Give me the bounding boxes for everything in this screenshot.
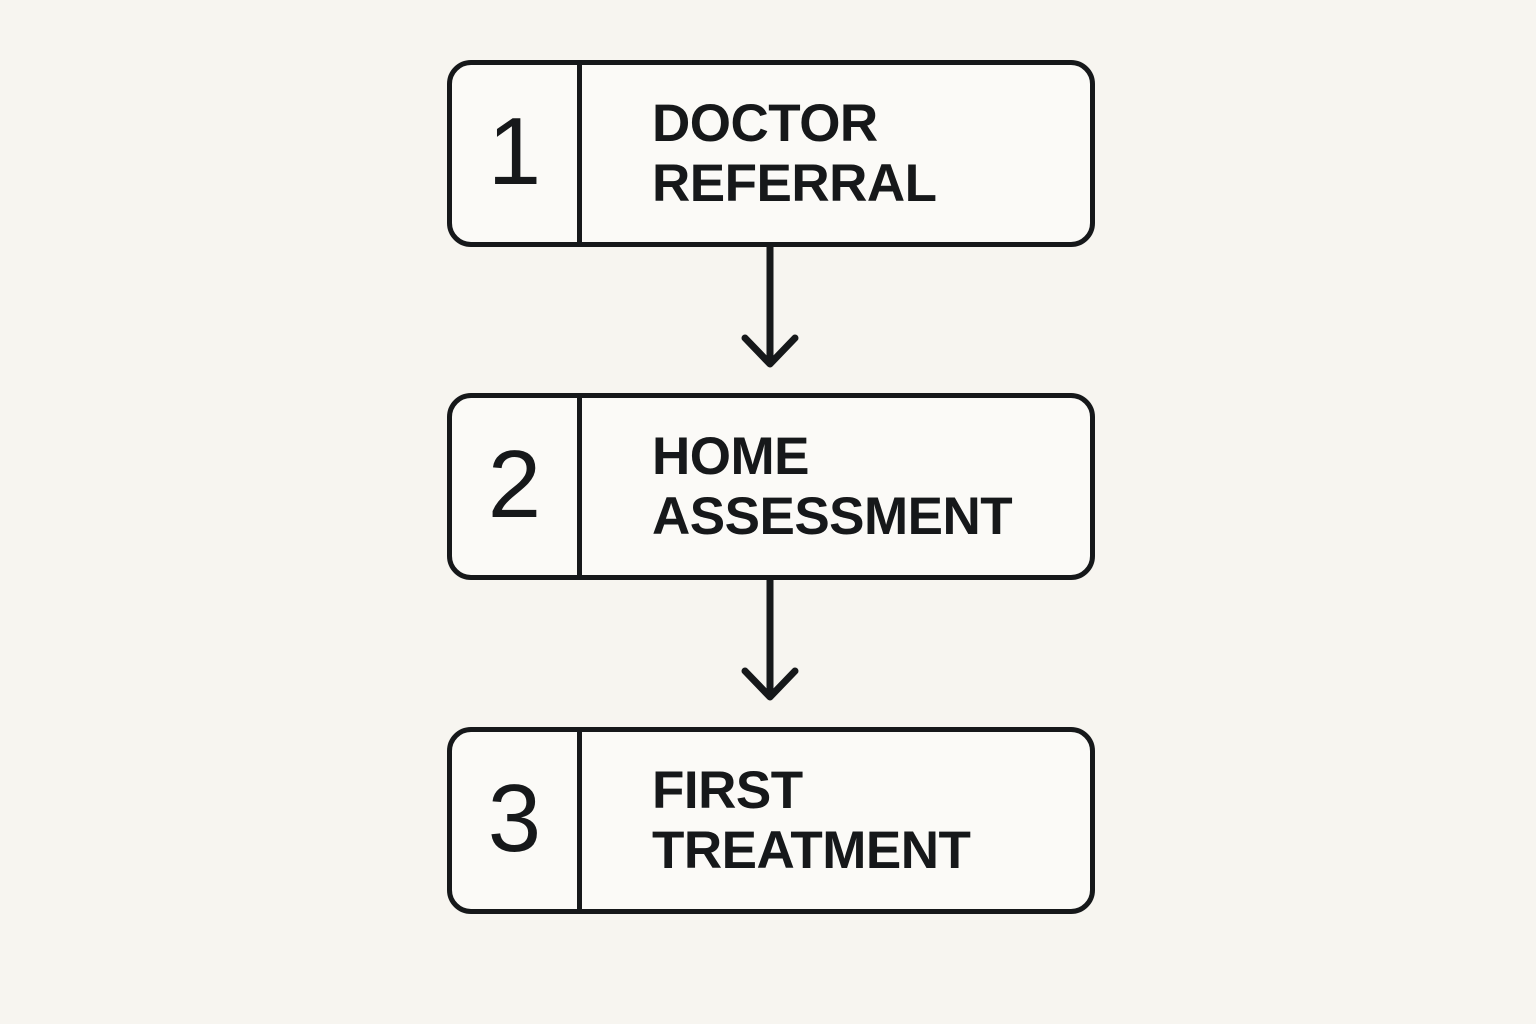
step-label-cell-1: DOCTOR REFERRAL [582,65,1090,242]
step-box-1[interactable]: 1 DOCTOR REFERRAL [447,60,1095,247]
step-number-cell-2: 2 [452,398,582,575]
connector-arrow-1-to-2 [720,246,820,381]
step-number-3: 3 [487,764,542,872]
step-label-2-line-1: HOME [652,426,810,486]
step-number-1: 1 [487,97,542,205]
step-label-3-line-2: TREATMENT [652,820,971,880]
step-label-2-line-2: ASSESSMENT [652,486,1013,546]
step-number-cell-1: 1 [452,65,582,242]
step-number-cell-3: 3 [452,732,582,909]
step-label-1-line-2: REFERRAL [652,153,937,213]
step-number-2: 2 [487,430,542,538]
step-label-cell-3: FIRST TREATMENT [582,732,1090,909]
connector-arrow-2-to-3 [720,579,820,714]
step-label-1-line-1: DOCTOR [652,93,878,153]
step-box-2[interactable]: 2 HOME ASSESSMENT [447,393,1095,580]
step-label-cell-2: HOME ASSESSMENT [582,398,1090,575]
step-label-3-line-1: FIRST [652,760,803,820]
step-box-3[interactable]: 3 FIRST TREATMENT [447,727,1095,914]
